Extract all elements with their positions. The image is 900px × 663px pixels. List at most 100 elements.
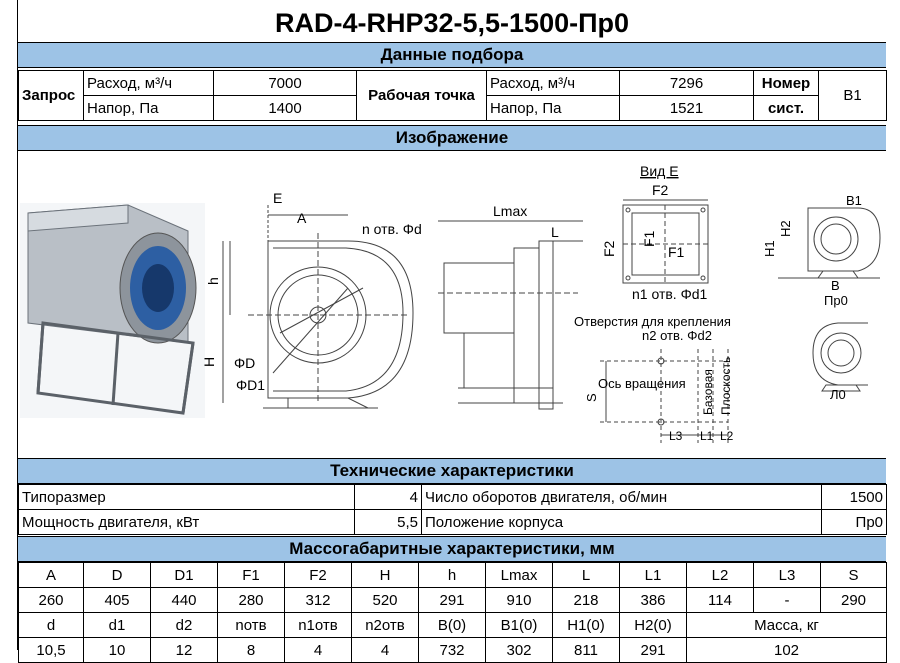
label-L: L <box>551 224 559 240</box>
size-label: Типоразмер <box>18 484 355 510</box>
tech-table: Типоразмер 4 Число оборотов двигателя, о… <box>18 484 887 535</box>
dim-head: H2(0) <box>619 612 687 638</box>
label-F2-top: F2 <box>652 182 669 198</box>
tech-header: Технические характеристики <box>18 458 886 484</box>
wp-pressure-label: Напор, Па <box>486 95 620 121</box>
page-title: RAD-4-RHP32-5,5-1500-Пр0 <box>274 8 630 38</box>
position-views <box>778 207 881 392</box>
label-D1: ΦD1 <box>236 377 265 393</box>
label-F1-a: F1 <box>641 230 657 247</box>
label-F1-b: F1 <box>668 244 685 260</box>
dim-head: n2отв <box>351 612 419 638</box>
label-H: H <box>201 357 217 367</box>
req-flow-label: Расход, м³/ч <box>83 70 214 96</box>
dim-head: nотв <box>217 612 285 638</box>
wp-pressure-value: 1521 <box>619 95 754 121</box>
label-axis: Ось вращения <box>598 376 686 391</box>
system-value: В1 <box>818 70 887 121</box>
label-B1: B1 <box>846 193 862 208</box>
dim-value: 440 <box>150 587 218 613</box>
dim-head: B1(0) <box>485 612 553 638</box>
drawing-area: E A n отв. Φd h H ΦD ΦD1 Lmax L Вид <box>18 153 886 458</box>
dim-head: n1отв <box>284 612 352 638</box>
label-E: E <box>273 190 282 206</box>
dim-value: 290 <box>820 587 887 613</box>
label-H2: H2 <box>778 220 793 237</box>
label-L1: L1 <box>700 429 714 443</box>
dim-head: d1 <box>83 612 151 638</box>
req-flow-value: 7000 <box>213 70 357 96</box>
dim-head: S <box>820 562 887 588</box>
fan-drawing: E A n отв. Φd h H ΦD ΦD1 Lmax L Вид <box>20 163 881 443</box>
wp-flow-label: Расход, м³/ч <box>486 70 620 96</box>
request-label: Запрос <box>18 70 84 121</box>
label-D: ΦD <box>234 355 255 371</box>
rpm-value: 1500 <box>821 484 887 510</box>
label-mount-1: Отверстия для крепления <box>574 314 731 329</box>
dim-value: - <box>753 587 821 613</box>
dim-head: L3 <box>753 562 821 588</box>
dim-value: 291 <box>619 637 687 663</box>
system-label-2: сист. <box>753 95 819 121</box>
req-pressure-value: 1400 <box>213 95 357 121</box>
dim-head: D1 <box>150 562 218 588</box>
dim-value: 280 <box>217 587 285 613</box>
label-B: B <box>831 278 840 293</box>
dim-head: H <box>351 562 419 588</box>
label-h: h <box>205 277 221 285</box>
dims-header: Массогабаритные характеристики, мм <box>18 536 886 562</box>
dims-table: A D D1 F1 F2 H h Lmax L L1 L2 L3 S 260 4… <box>18 562 887 663</box>
label-L3: L3 <box>669 429 683 443</box>
dim-head: d2 <box>150 612 218 638</box>
label-A: A <box>297 210 307 226</box>
label-Lmax: Lmax <box>493 203 527 219</box>
wp-flow-value: 7296 <box>619 70 754 96</box>
dim-value: 10,5 <box>18 637 84 663</box>
fan-photo <box>20 203 205 418</box>
label-S: S <box>584 393 599 402</box>
selection-header: Данные подбора <box>18 42 886 68</box>
dim-value: 312 <box>284 587 352 613</box>
dim-head: Lmax <box>485 562 553 588</box>
dim-value: 811 <box>552 637 620 663</box>
mount-view <box>600 349 729 443</box>
dim-head: F2 <box>284 562 352 588</box>
dim-value: 8 <box>217 637 285 663</box>
dim-head: F1 <box>217 562 285 588</box>
work-point-label: Рабочая точка <box>356 70 487 121</box>
label-H1: H1 <box>762 240 777 257</box>
dim-value: 114 <box>686 587 754 613</box>
dim-value: 218 <box>552 587 620 613</box>
dim-head: L2 <box>686 562 754 588</box>
label-pr0: Пр0 <box>824 293 848 308</box>
label-base: Базовая <box>701 369 715 415</box>
flange-view <box>622 199 709 284</box>
dim-head: H1(0) <box>552 612 620 638</box>
dim-value: 732 <box>418 637 486 663</box>
power-value: 5,5 <box>354 509 422 535</box>
dim-value: 910 <box>485 587 553 613</box>
dim-head: L <box>552 562 620 588</box>
position-value: Пр0 <box>821 509 887 535</box>
power-label: Мощность двигателя, кВт <box>18 509 355 535</box>
label-view-e: Вид E <box>640 163 679 179</box>
dim-value: 260 <box>18 587 84 613</box>
label-L2: L2 <box>720 429 734 443</box>
image-header: Изображение <box>18 125 886 151</box>
dim-head: A <box>18 562 84 588</box>
mass-label: Масса, кг <box>686 612 887 638</box>
dim-head: L1 <box>619 562 687 588</box>
dim-head: h <box>418 562 486 588</box>
dim-value: 12 <box>150 637 218 663</box>
dim-head: D <box>83 562 151 588</box>
req-pressure-label: Напор, Па <box>83 95 214 121</box>
rpm-label: Число оборотов двигателя, об/мин <box>421 484 822 510</box>
label-mount-2: n2 отв. Φd2 <box>642 328 712 343</box>
side-view <box>438 220 583 410</box>
selection-table: Запрос Расход, м³/ч 7000 Рабочая точка Р… <box>18 70 887 121</box>
label-n1: n1 отв. Φd1 <box>632 286 708 302</box>
dim-value: 520 <box>351 587 419 613</box>
datasheet: RAD-4-RHP32-5,5-1500-Пр0 Данные подбора … <box>17 0 887 663</box>
dim-value: 386 <box>619 587 687 613</box>
system-label-1: Номер <box>753 70 819 96</box>
